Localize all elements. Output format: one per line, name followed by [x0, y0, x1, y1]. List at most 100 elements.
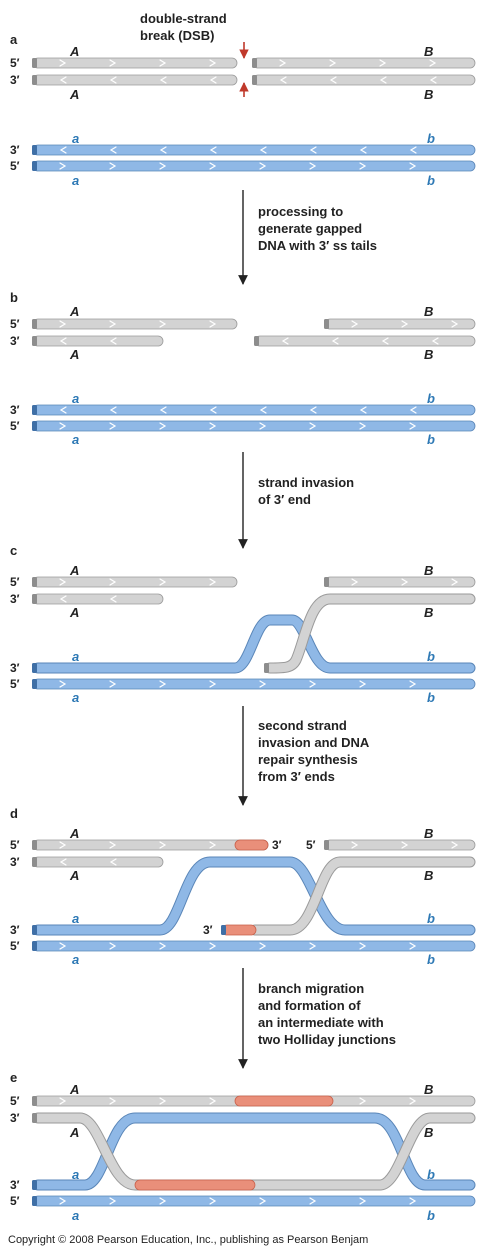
c-blue-cap1 — [32, 663, 37, 673]
panel-label-c: c — [10, 543, 17, 558]
a-allele-A-bottom: A — [69, 87, 79, 102]
c-gray-left-top — [32, 576, 238, 588]
e-allele-B-top: B — [424, 1082, 433, 1097]
b-allele-b-top: b — [427, 391, 435, 406]
svg-text:of 3′ end: of 3′ end — [258, 492, 311, 507]
c-blue-bottom-strand — [32, 678, 476, 690]
svg-text:from 3′ ends: from 3′ ends — [258, 769, 335, 784]
b-allele-B-bottom: B — [424, 347, 433, 362]
c-invading-cap — [264, 663, 269, 673]
panel-label-d: d — [10, 806, 18, 821]
b-blue-top-strand — [32, 404, 476, 416]
b-allele-A-top: A — [69, 304, 79, 319]
e-cap2 — [32, 1113, 37, 1123]
e-blue-bottom-strand — [32, 1195, 476, 1207]
b-arrows2 — [59, 337, 117, 345]
b-allele-a-bottom: a — [72, 432, 79, 447]
c-arrows2 — [59, 595, 117, 603]
c-allele-B-bottom: B — [424, 605, 433, 620]
b-blue-bottom-cap — [32, 421, 37, 431]
d-repair-top — [234, 839, 269, 851]
panel-label-e: e — [10, 1070, 17, 1085]
svg-text:repair synthesis: repair synthesis — [258, 752, 358, 767]
b-cap2 — [32, 336, 37, 346]
d-repair-cap — [221, 925, 226, 935]
c-blue-3prime-label: 3′ — [10, 661, 20, 675]
copyright: Copyright © 2008 Pearson Education, Inc.… — [8, 1234, 368, 1246]
svg-text:two Holliday junctions: two Holliday junctions — [258, 1032, 396, 1047]
d-blue-3prime-label: 3′ — [10, 923, 20, 937]
e-allele-a-bottom: a — [72, 1208, 79, 1223]
c-3prime-label: 3′ — [10, 592, 20, 606]
e-blue-crossing-strand — [32, 1112, 476, 1191]
b-gray-left-bottom — [32, 335, 164, 347]
a-5prime-label: 5′ — [10, 56, 20, 70]
d-allele-a-bottom: a — [72, 952, 79, 967]
b-allele-B-top: B — [424, 304, 433, 319]
step-1-text: processing to generate gapped DNA with 3… — [258, 204, 377, 253]
c-blue-top-dloop — [32, 614, 476, 674]
a-allele-B-bottom: B — [424, 87, 433, 102]
d-arrows1 — [59, 841, 217, 849]
a-allele-A-top: A — [69, 44, 79, 59]
b-cap1 — [32, 319, 37, 329]
svg-text:second strand: second strand — [258, 718, 347, 733]
b-arrows4 — [281, 337, 439, 345]
e-allele-a-top: a — [72, 1167, 79, 1182]
svg-text:processing to: processing to — [258, 204, 343, 219]
b-gray-left-top — [32, 318, 238, 330]
svg-text:DNA with 3′ ss tails: DNA with 3′ ss tails — [258, 238, 377, 253]
d-cap2 — [32, 857, 37, 867]
c-blue-cap2 — [32, 679, 37, 689]
e-gray-crossing-strand — [32, 1112, 476, 1191]
e-blue-3prime-label: 3′ — [10, 1178, 20, 1192]
e-blue-cap2 — [32, 1196, 37, 1206]
a-cap3 — [252, 58, 257, 68]
c-allele-a-top: a — [72, 649, 79, 664]
c-allele-b-bottom: b — [427, 690, 435, 705]
d-gray-left-top — [32, 839, 269, 851]
a-gray-left-bottom-arrows — [59, 76, 217, 84]
a-allele-a-bottom: a — [72, 173, 79, 188]
d-allele-B-top: B — [424, 826, 433, 841]
svg-text:branch migration: branch migration — [258, 981, 364, 996]
d-blue-cap1 — [32, 925, 37, 935]
a-allele-B-top: B — [424, 44, 433, 59]
a-blue-3prime-label: 3′ — [10, 143, 20, 157]
d-allele-B-bottom: B — [424, 868, 433, 883]
b-arrows1 — [59, 320, 217, 328]
c-allele-a-bottom: a — [72, 690, 79, 705]
b-blue-3prime-label: 3′ — [10, 403, 20, 417]
a-gray-right-bottom-arrows — [279, 76, 437, 84]
b-5prime-label: 5′ — [10, 317, 20, 331]
d-blue-bottom-arrows — [59, 942, 417, 950]
a-blue-bottom-cap — [32, 161, 37, 171]
e-cap1 — [32, 1096, 37, 1106]
d-arrows2 — [59, 858, 117, 866]
a-blue-top-cap — [32, 145, 37, 155]
step-2-text: strand invasion of 3′ end — [258, 475, 354, 507]
a-blue-bottom-strand — [32, 160, 476, 172]
a-blue-top-strand — [32, 144, 476, 156]
b-blue-top-arrows — [59, 406, 417, 414]
b-blue-5prime-label: 5′ — [10, 419, 20, 433]
c-allele-B-top: B — [424, 563, 433, 578]
d-blue-bottom-strand — [32, 940, 476, 952]
c-gray-invading-strand — [264, 593, 476, 674]
d-allele-b-bottom: b — [427, 952, 435, 967]
d-allele-A-top: A — [69, 826, 79, 841]
c-cap2 — [32, 594, 37, 604]
e-allele-B-bottom: B — [424, 1125, 433, 1140]
c-cap1 — [32, 577, 37, 587]
a-cap4 — [252, 75, 257, 85]
b-allele-b-bottom: b — [427, 432, 435, 447]
b-cap4 — [254, 336, 259, 346]
a-gray-left-top — [32, 57, 238, 69]
a-allele-b-bottom: b — [427, 173, 435, 188]
svg-text:strand invasion: strand invasion — [258, 475, 354, 490]
a-3prime-label: 3′ — [10, 73, 20, 87]
a-cap1 — [32, 58, 37, 68]
svg-text:and formation of: and formation of — [258, 998, 361, 1013]
b-allele-A-bottom: A — [69, 347, 79, 362]
